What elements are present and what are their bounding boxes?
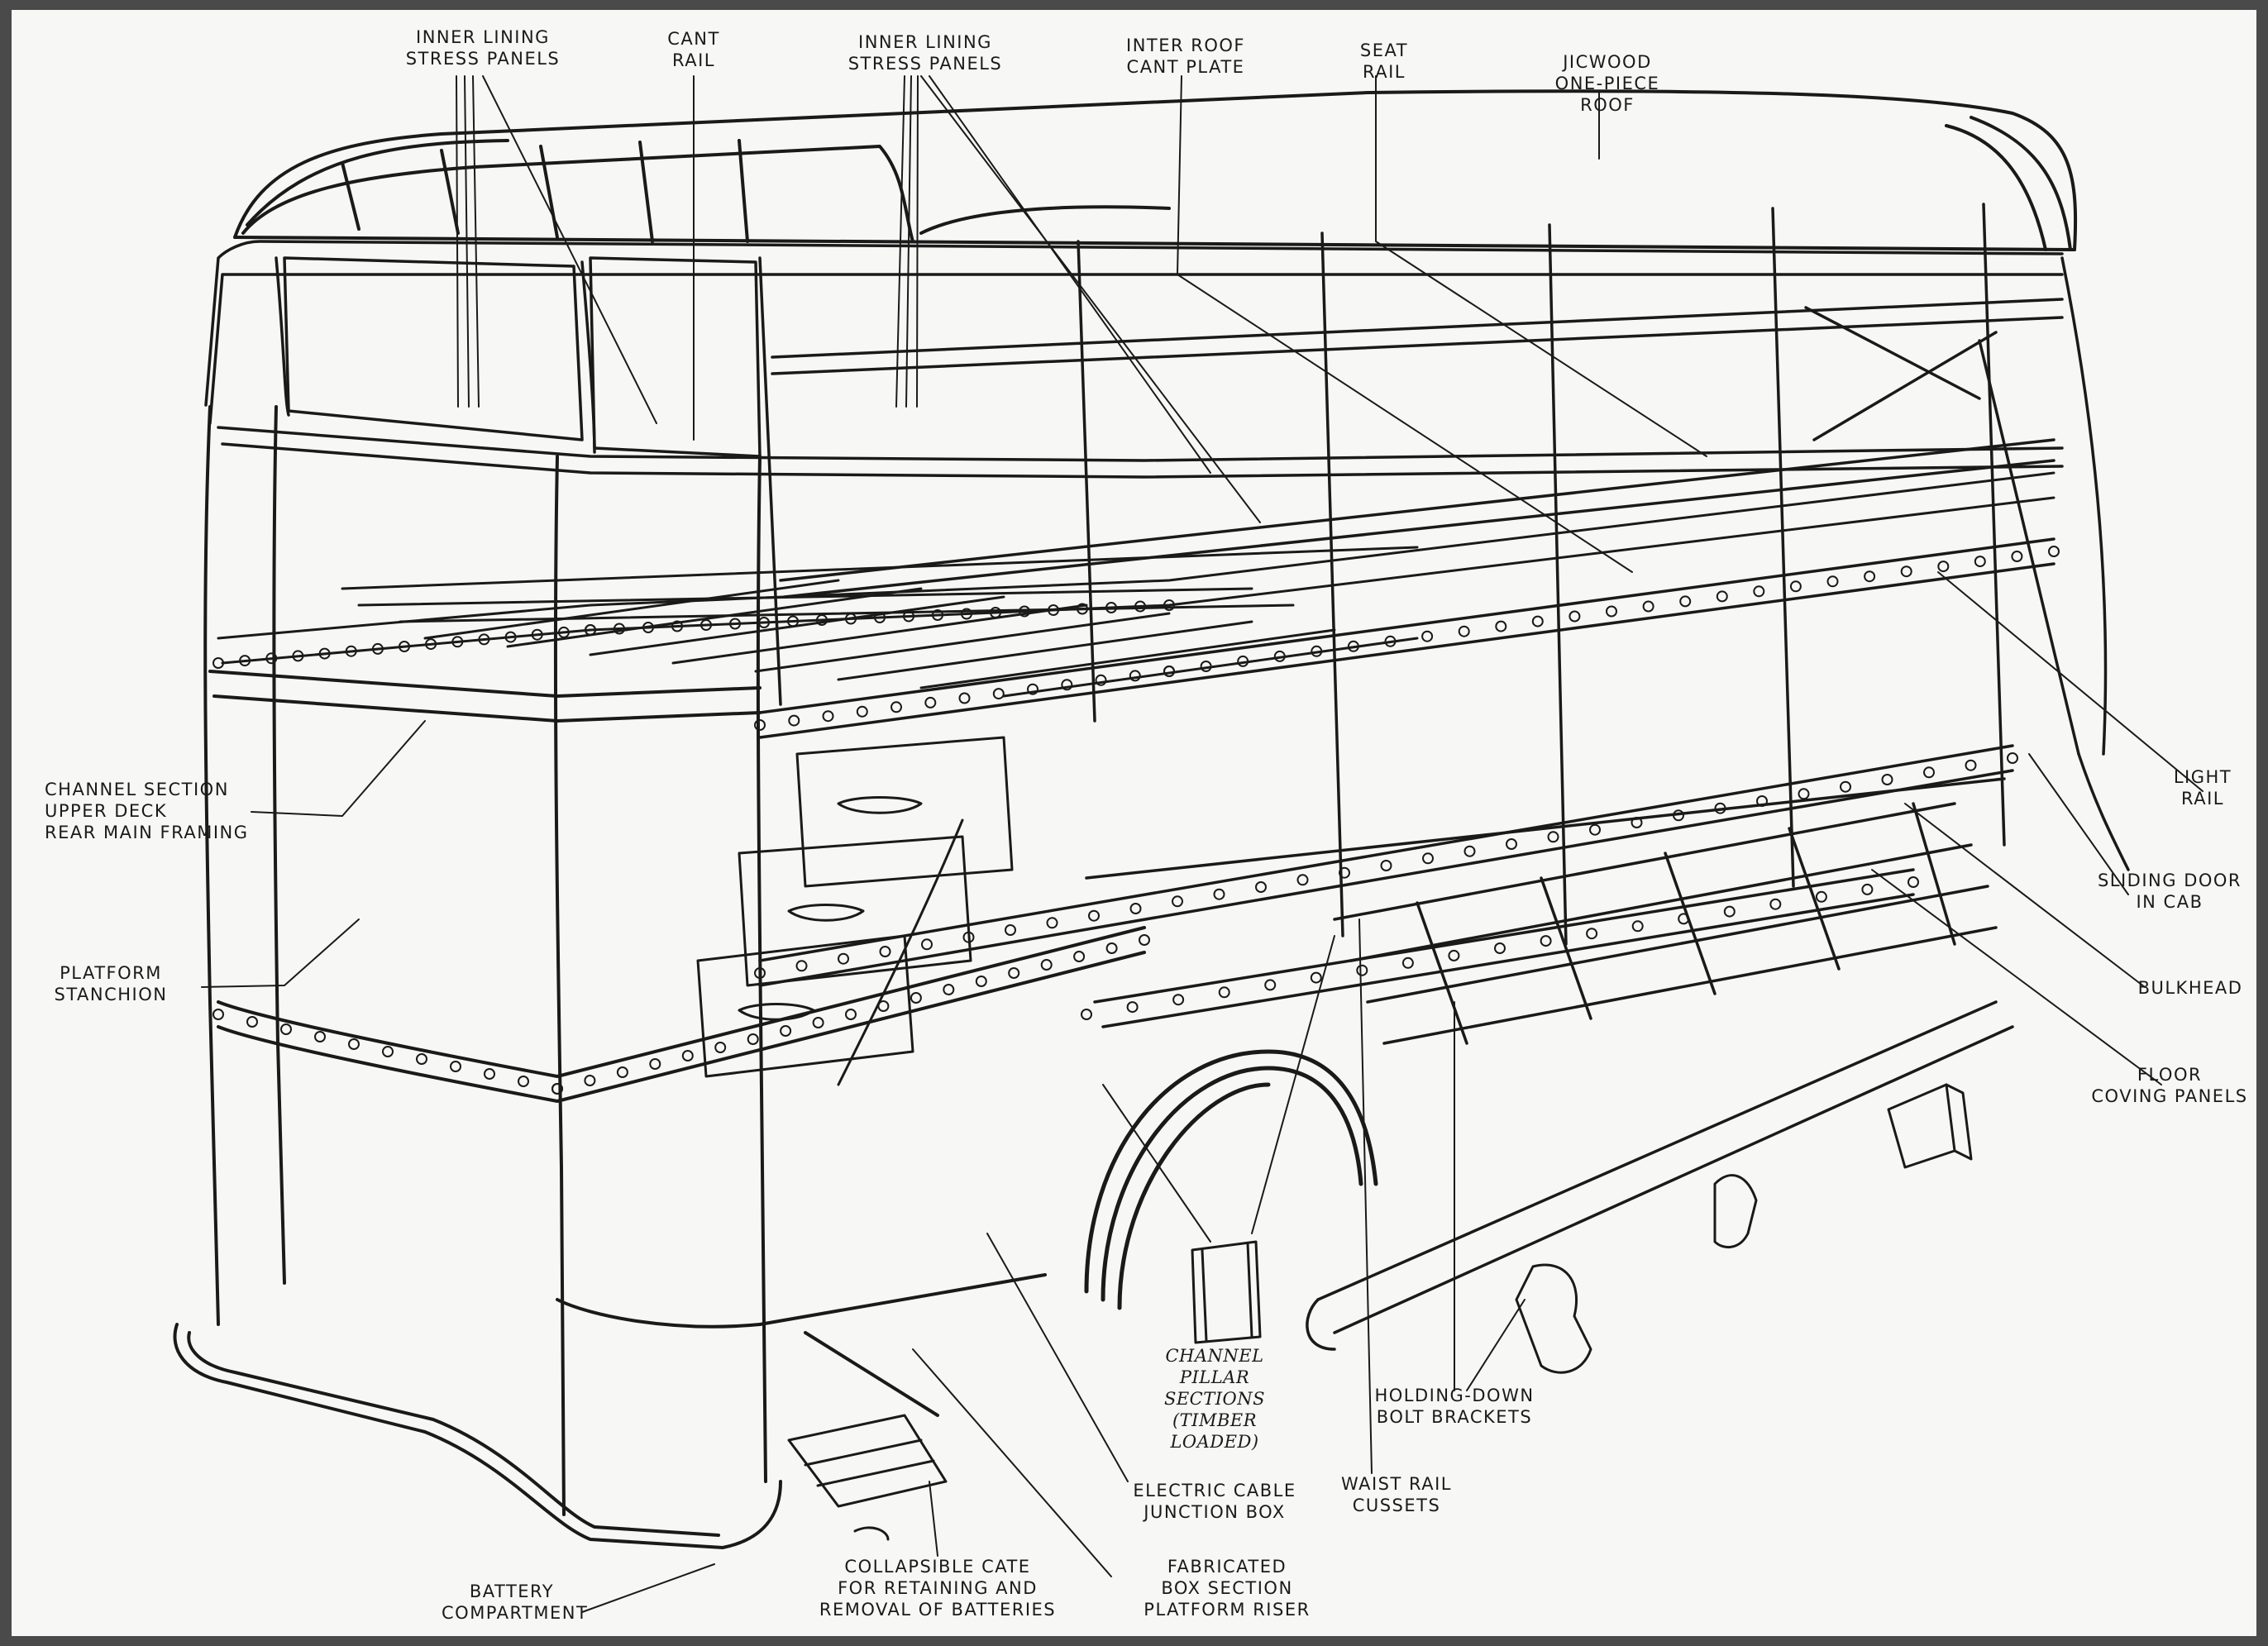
label-jigwood-one-piece-roof: JICWOOD ONE-PIECE ROOF (1554, 52, 1660, 115)
loose-brackets (1515, 1083, 1973, 1374)
label-fabricated-box-section-platform-riser: FABRICATED BOX SECTION PLATFORM RISER (1144, 1557, 1311, 1620)
upper-deck-floor-grid (217, 471, 2056, 698)
label-collapsible-gate: COLLAPSIBLE CATE FOR RETAINING AND REMOV… (819, 1557, 1057, 1620)
lower-deck-side-frame (758, 256, 2130, 1351)
label-cant-rail: CANT RAIL (667, 29, 720, 70)
label-holding-down-bolt-brackets: HOLDING-DOWN BOLT BRACKETS (1374, 1386, 1535, 1427)
wheel-arch (1084, 1049, 1378, 1310)
rear-platform-frame (173, 405, 1146, 1549)
label-channel-section-upper-deck: CHANNEL SECTION UPPER DECK REAR MAIN FRA… (45, 780, 249, 842)
staircase (696, 736, 1014, 1086)
label-waist-rail-cussets: WAIST RAIL CUSSETS (1340, 1474, 1452, 1515)
label-bulkhead: BULKHEAD (2137, 978, 2243, 998)
roof-outline (233, 89, 2078, 251)
label-battery-compartment: BATTERY COMPARTMENT (442, 1582, 589, 1623)
label-seat-rail: SEAT RAIL (1359, 41, 1409, 82)
label-inner-lining-stress-panels-left: INNER LINING STRESS PANELS (405, 27, 561, 69)
label-channel-pillar-sections: CHANNEL PILLAR SECTIONS (TIMBER LOADED) (1163, 1346, 1266, 1452)
battery-gate (787, 1414, 948, 1541)
upper-deck-frame (204, 203, 2064, 946)
label-floor-coving-panels: FLOOR COVING PANELS (2091, 1065, 2248, 1106)
label-sliding-door-in-cab: SLIDING DOOR IN CAB (2097, 871, 2242, 912)
leader-lines (201, 75, 2204, 1613)
bus-framework-drawing (173, 75, 2204, 1613)
label-platform-stanchion: PLATFORM STANCHION (54, 963, 168, 1004)
label-light-rail: LIGHT RAIL (2173, 767, 2232, 809)
label-electric-cable-junction-box: ELECTRIC CABLE JUNCTION BOX (1133, 1481, 1296, 1522)
label-inter-roof-cant-plate: INTER ROOF CANT PLATE (1126, 36, 1245, 77)
label-inner-lining-stress-panels-right: INNER LINING STRESS PANELS (848, 32, 1003, 74)
drawing-sheet: INNER LINING STRESS PANELS CANT RAIL INN… (12, 10, 2256, 1636)
rivet-holes (212, 546, 2060, 1095)
channel-pillar-section (1191, 1240, 1262, 1344)
